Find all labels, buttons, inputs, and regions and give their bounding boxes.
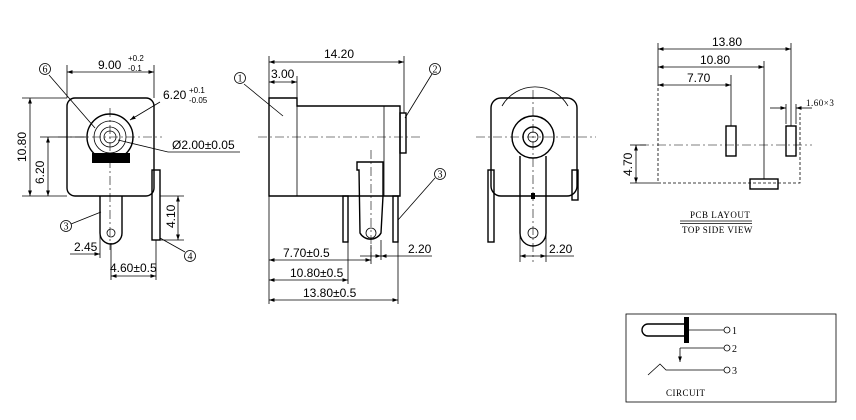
callout-6 <box>39 63 51 75</box>
side-dim-10-80: 10.80±0.5 <box>290 266 344 280</box>
circuit-pin-2: 2 <box>732 344 737 355</box>
side-pin-2 <box>392 195 399 243</box>
front-pin-offset-dim: 2.45 <box>74 240 98 254</box>
svg-text:1: 1 <box>238 74 243 85</box>
pcb-slot-3 <box>749 178 779 190</box>
circuit-diagram: 1 2 3 CIRCUIT <box>625 313 837 403</box>
front-view: 9.00 +0.2 -0.1 6.20 +0.1 -0.05 10.80 6.2… <box>15 54 240 280</box>
circuit-plug <box>641 323 684 337</box>
svg-text:2: 2 <box>433 65 438 76</box>
pcb-slot-1 <box>725 125 737 157</box>
side-pin-3 <box>356 161 384 240</box>
front-hole-dim: 6.20 <box>163 88 187 102</box>
svg-text:6: 6 <box>43 65 48 76</box>
circuit-label: CIRCUIT <box>666 388 706 398</box>
front-pitch-dim: 4.60±0.5 <box>110 261 157 275</box>
svg-text:4: 4 <box>188 252 193 263</box>
pcb-slot-2 <box>785 125 797 157</box>
front-width-tol-upper: +0.2 <box>128 54 144 63</box>
side-length-dim: 14.20 <box>324 47 354 61</box>
svg-text:3: 3 <box>438 170 443 181</box>
svg-text:3: 3 <box>64 222 69 233</box>
front-body-outline <box>66 97 155 197</box>
rear-pin-right <box>571 169 579 201</box>
callout-2 <box>429 63 441 75</box>
front-height-dim: 10.80 <box>15 132 29 162</box>
circuit-frame <box>625 313 837 403</box>
pcb-title-1: PCB LAYOUT <box>690 210 750 220</box>
side-pin-width-dim: 2.20 <box>408 242 432 256</box>
front-hole-tol-upper: +0.1 <box>189 86 205 95</box>
front-pin-4 <box>151 169 161 241</box>
side-dim-7-70: 7.70±0.5 <box>283 246 330 260</box>
pcb-slot-dim: 1.60×3 <box>806 98 834 108</box>
side-dim-13-80: 13.80±0.5 <box>303 286 357 300</box>
callout-3-side <box>434 168 446 180</box>
side-pin-1 <box>342 195 349 243</box>
side-view: 14.20 3.00 7.70±0.5 10.80±0.5 13.80±0.5 … <box>234 47 446 304</box>
circuit-pin-3: 3 <box>732 366 737 377</box>
callout-3-front <box>60 220 72 232</box>
front-pin-height-dim: 4.10 <box>164 204 178 228</box>
front-hole-tol-lower: -0.05 <box>189 96 208 105</box>
rear-pin-width-dim: 2.20 <box>549 242 573 256</box>
pcb-title-2: TOP SIDE VIEW <box>682 225 753 235</box>
rear-view: 2.20 <box>476 86 596 262</box>
front-width-dim: 9.00 <box>98 58 122 72</box>
circuit-pin-1: 1 <box>732 326 737 337</box>
pcb-layout: 13.80 10.80 7.70 4.70 1.60×3 PCB LAYOUT … <box>621 35 834 235</box>
callout-4 <box>184 250 196 262</box>
side-body-outline <box>268 97 401 197</box>
side-front-dim: 3.00 <box>271 67 295 81</box>
front-lower-tab <box>92 153 130 163</box>
pcb-dim-13-80: 13.80 <box>712 35 742 49</box>
rear-pin-left <box>487 169 495 243</box>
pcb-dim-7-70: 7.70 <box>687 71 711 85</box>
callout-1 <box>234 72 246 84</box>
pcb-dim-10-80: 10.80 <box>700 53 730 67</box>
pcb-dim-4-70: 4.70 <box>621 152 635 176</box>
front-center-height-dim: 6.20 <box>33 160 47 184</box>
front-width-tol-lower: -0.1 <box>128 64 142 73</box>
front-pin-diameter-dim: Ø2.00±0.05 <box>172 138 235 152</box>
